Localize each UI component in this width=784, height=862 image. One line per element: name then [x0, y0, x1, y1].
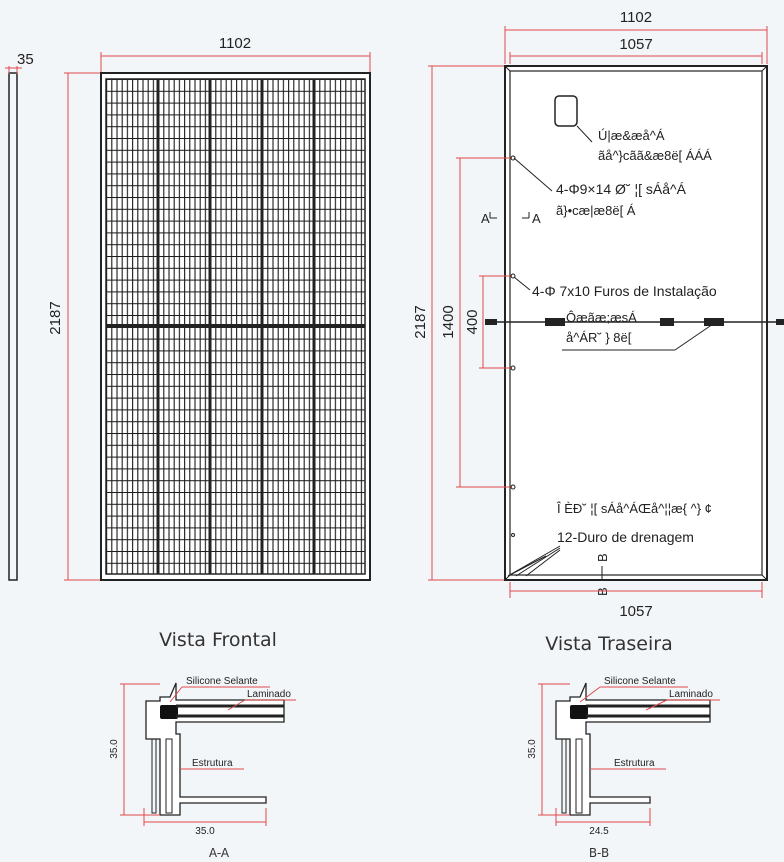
back-bottom-width-dim: 1057 [619, 603, 652, 620]
bb-silicone-label: Silicone Selante [604, 676, 676, 687]
aa-height-dim: 35.0 [109, 739, 120, 759]
bb-width-dim: 24.5 [589, 826, 609, 837]
cable-label-1: Ôæãæ;æsÁ [566, 310, 637, 325]
back-caption: Vista Traseira [545, 633, 672, 655]
nameplate-label-1: Ú|æ&æå^Á [598, 128, 665, 143]
nameplate-label-2: ãå^}cãã&æ8ë[ ÁÁÁ [598, 148, 712, 163]
drain-label-top: Î ÈÐ˘ ¦[ sÁå^ÁŒå^¦¦æ{ ^} ¢ [556, 501, 712, 516]
aa-laminate-label: Laminado [247, 689, 291, 700]
grounding-label-1: 4-Φ9×14 Ø˘ ¦[ sÁå^Á [556, 181, 687, 197]
front-width-dim: 1102 [219, 35, 251, 52]
aa-width-dim: 35.0 [195, 826, 215, 837]
hole-spacing-dim: 1400 [440, 305, 457, 338]
back-inner-width-dim: 1057 [619, 36, 652, 53]
side-profile [8, 72, 18, 581]
thickness-dim: 35 [17, 51, 34, 68]
front-view: 35 1102 2187 Vista Frontal [5, 35, 371, 651]
aa-frame-label: Estrutura [192, 758, 233, 769]
section-aa: 35.0 35.0 Silicone Selante Laminado Estr… [109, 676, 296, 860]
section-a-right-marker: A [532, 211, 541, 226]
back-outer-width-dim: 1102 [620, 9, 652, 26]
bb-height-dim: 35.0 [527, 739, 538, 759]
drain-label: 12-Duro de drenagem [557, 529, 694, 545]
section-b-marker-bottom: B [595, 587, 610, 596]
grounding-label-2: ã}•cæ|æ8ë[ Á [556, 203, 636, 218]
back-height-dim: 2187 [412, 305, 429, 338]
cable-label-2: å^ÁR˘ } 8ë[ [566, 330, 632, 345]
section-b-marker-top: B [595, 553, 610, 562]
section-bb: 35.0 24.5 Silicone Selante Laminado Estr… [527, 676, 720, 860]
nameplate-box [554, 95, 578, 127]
aa-silicone-label: Silicone Selante [186, 676, 258, 687]
bb-laminate-label: Laminado [669, 689, 713, 700]
front-height-dim: 2187 [47, 301, 64, 334]
front-caption: Vista Frontal [159, 629, 277, 651]
install-holes-label: 4-Φ 7x10 Furos de Instalação [532, 283, 717, 299]
mount-spacing-dim: 400 [464, 309, 481, 334]
back-view: 1102 1057 2187 1400 400 Ú|æ&æå^Á ãå^}cãã… [412, 9, 784, 655]
bb-frame-label: Estrutura [614, 758, 655, 769]
section-a-left-marker: A [481, 211, 490, 226]
bb-caption: B-B [589, 846, 609, 860]
aa-caption: A-A [209, 846, 230, 860]
